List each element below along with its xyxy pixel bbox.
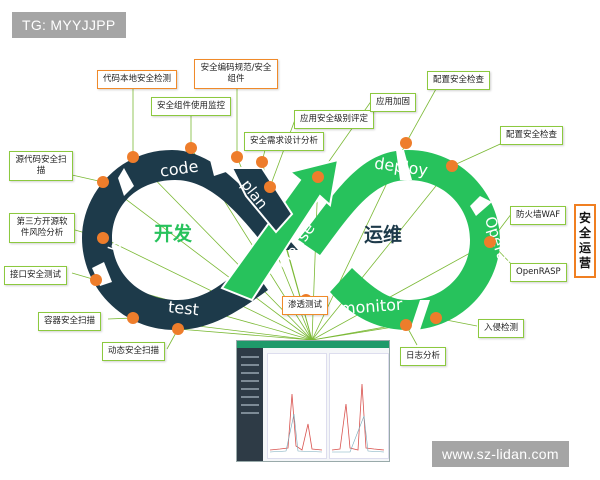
- secops-title: 安全运营: [574, 204, 596, 278]
- label-log-analysis: 日志分析: [400, 347, 447, 366]
- watermark-bottom-right: www.sz-lidan.com: [432, 441, 569, 467]
- watermark-top-left: TG: MYYJJPP: [12, 12, 126, 38]
- loop-chevrons: [92, 150, 492, 330]
- ops-loop: [298, 150, 500, 330]
- label-security-rating: 应用安全级别评定: [294, 110, 375, 129]
- label-config-check-1: 配置安全检查: [427, 71, 491, 90]
- label-design-analysis: 安全需求设计分析: [244, 132, 325, 151]
- label-app-hardening: 应用加固: [370, 93, 417, 112]
- dev-title: 开发: [154, 222, 193, 245]
- label-secure-coding: 安全编码规范/安全组件: [194, 59, 278, 89]
- label-pentest: 渗透测试: [282, 296, 329, 315]
- dashboard-sidebar: [237, 348, 263, 461]
- dashboard-header-bar: [237, 341, 389, 348]
- secops-title-text: 安全运营: [578, 211, 591, 270]
- label-config-check-2: 配置安全检查: [500, 126, 564, 145]
- label-local-code-check: 代码本地安全检测: [97, 70, 178, 89]
- label-component-monitor: 安全组件使用监控: [151, 97, 232, 116]
- label-third-party-risk: 第三方开源软件风险分析: [9, 213, 75, 243]
- label-container-scan: 容器安全扫描: [38, 312, 102, 331]
- stage-test: test: [167, 297, 200, 319]
- dashboard-panel-right: [329, 353, 389, 459]
- label-firewall: 防火墙WAF: [510, 206, 567, 225]
- label-source-scan: 源代码安全扫描: [9, 151, 73, 181]
- label-dynamic-scan: 动态安全扫描: [102, 342, 166, 361]
- label-openrasp: OpenRASP: [510, 263, 567, 282]
- label-api-test: 接口安全测试: [4, 266, 68, 285]
- ops-title: 运维: [364, 223, 402, 246]
- plan-arrow: [230, 167, 294, 234]
- dashboard-panel-left: [267, 353, 327, 459]
- release-arrow: [220, 158, 340, 302]
- dashboard-screenshot: [236, 340, 390, 462]
- label-intrusion: 入侵检测: [478, 319, 525, 338]
- stage-monitor: monitor: [339, 295, 403, 318]
